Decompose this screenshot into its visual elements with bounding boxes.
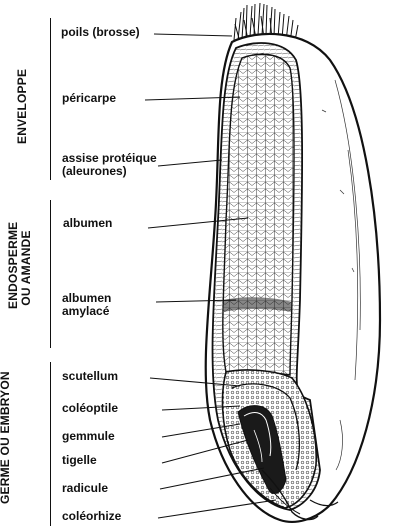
group-title-enveloppe: ENVELOPPE: [16, 78, 30, 144]
label-albumen: albumen: [63, 217, 112, 230]
label-poils: poils (brosse): [61, 26, 140, 39]
label-tigelle: tigelle: [62, 454, 97, 467]
label-gemmule: gemmule: [62, 430, 115, 443]
group-title-endosperme: ENDOSPERME OU AMANDE: [7, 227, 37, 309]
label-scutellum: scutellum: [62, 370, 118, 383]
label-coleoptile: coléoptile: [62, 402, 118, 415]
bracket-germe: [50, 362, 51, 526]
label-pericarpe: péricarpe: [62, 92, 116, 105]
bracket-enveloppe: [50, 18, 51, 180]
bracket-endosperme: [50, 200, 51, 348]
group-title-germe: GERME OU EMBRYON: [0, 392, 13, 504]
label-assise-proteique: assise protéique(aleurones): [62, 152, 157, 178]
label-radicule: radicule: [62, 482, 108, 495]
endosperm-region: [223, 54, 294, 375]
label-coleorhize: coléorhize: [62, 510, 121, 523]
